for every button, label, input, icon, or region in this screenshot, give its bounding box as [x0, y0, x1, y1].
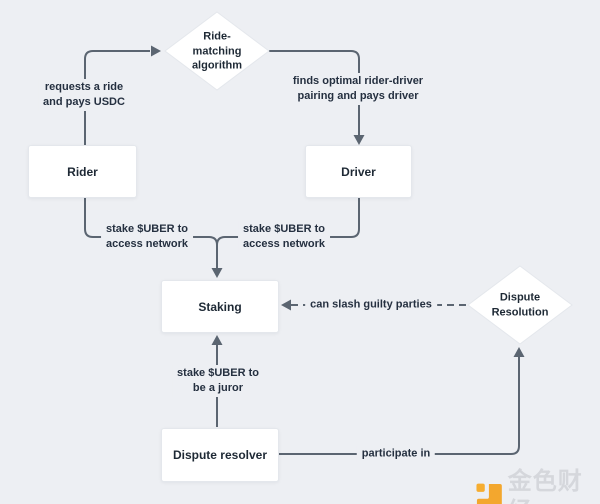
arrowhead-into-staking-top: [211, 268, 223, 278]
node-ride-matching-algorithm: [164, 11, 270, 91]
node-driver: Driver: [305, 145, 412, 198]
edge-label-finds-optimal: finds optimal rider-driver pairing and p…: [287, 73, 429, 105]
edge-resolver-to-dispute-line: [279, 356, 520, 455]
edge-label-can-slash: can slash guilty parties: [305, 296, 437, 314]
edge-driver-to-staking-line: [216, 198, 360, 246]
node-ride-matching-algorithm-label: Ride- matching algorithm: [191, 30, 243, 72]
node-dispute-resolution-label: Dispute Resolution: [491, 291, 549, 319]
watermark-logo: 金色财经: [476, 466, 600, 504]
edge-label-stake-juror: stake $UBER to be a juror: [172, 365, 264, 397]
watermark-text: 金色财经: [507, 467, 583, 504]
edge-label-requests-ride: requests a ride and pays USDC: [38, 79, 130, 111]
arrowhead-into-staking-right: [281, 299, 291, 311]
edge-label-participate-in: participate in: [356, 445, 436, 463]
edge-label-stake-access-left: stake $UBER to access network: [101, 221, 193, 253]
jinse-logo-icon: [476, 483, 502, 504]
edge-label-stake-access-right: stake $UBER to access network: [238, 221, 330, 253]
arrowhead-into-driver: [353, 135, 365, 145]
node-dispute-resolution: [467, 265, 573, 345]
node-dispute-resolver: Dispute resolver: [161, 428, 279, 482]
node-rider: Rider: [28, 145, 137, 198]
edge-rider-to-algorithm-line: [84, 50, 150, 145]
arrowhead-into-algorithm: [151, 45, 161, 57]
arrowhead-into-dispute-resolution: [513, 347, 525, 357]
node-staking: Staking: [161, 280, 279, 333]
arrowhead-into-staking-bottom: [211, 335, 223, 345]
edge-algorithm-to-driver-line: [269, 50, 360, 136]
